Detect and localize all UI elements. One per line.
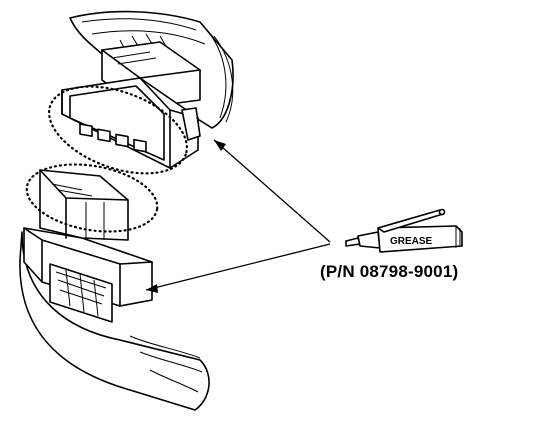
lower-connector <box>19 163 210 411</box>
leader-arrows <box>145 139 331 293</box>
arrow-head-upper <box>214 140 226 151</box>
grease-label: GREASE <box>390 236 433 247</box>
upper-connector <box>48 10 234 175</box>
grease-tube: GREASE <box>345 208 463 253</box>
part-number-label: (P/N 08798-9001) <box>320 262 459 281</box>
arrow-head-lower <box>146 284 158 293</box>
arrow-to-lower-connector <box>145 243 331 291</box>
arrow-to-upper-connector <box>213 139 331 243</box>
